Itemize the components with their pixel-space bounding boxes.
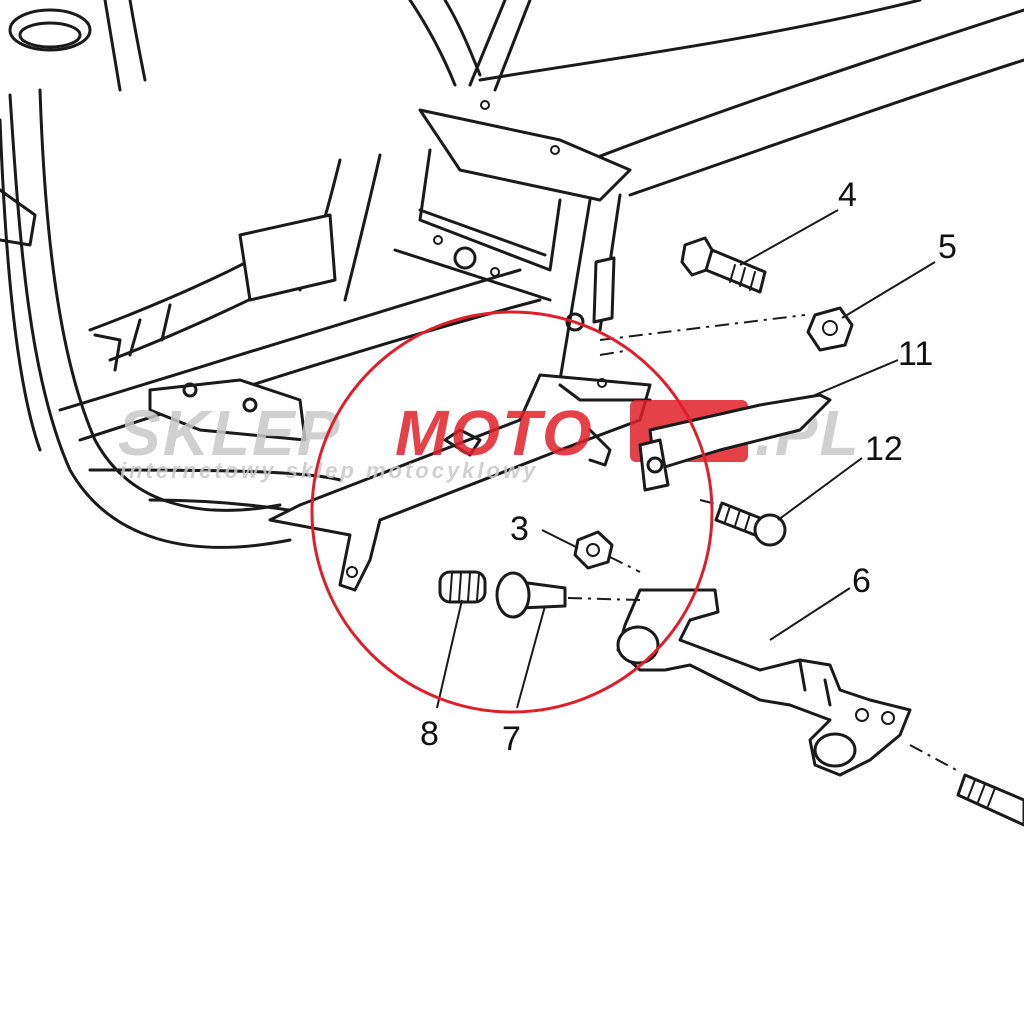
part-bolt-4: [680, 236, 767, 294]
part-nut-3: [573, 530, 614, 570]
part-main-stand-6: [616, 588, 1024, 827]
label-part-4: 4: [838, 176, 857, 214]
part-nut-5: [806, 306, 854, 352]
label-part-12: 12: [865, 430, 903, 468]
label-part-3: 3: [510, 510, 529, 548]
label-part-5: 5: [938, 228, 957, 266]
watermark-tagline: internetowy sklep motocyklowy: [120, 458, 538, 483]
part-bracket-11: [638, 393, 832, 492]
frame-ring: [8, 8, 92, 52]
part-shaft-7: [495, 571, 567, 619]
highlight-circle: [310, 310, 714, 714]
frame: [0, 0, 1024, 549]
alignment-lines: [567, 314, 961, 773]
label-part-8: 8: [420, 715, 439, 753]
label-part-6: 6: [852, 562, 871, 600]
watermark-brand-left: SKLEP: [118, 397, 341, 469]
label-part-7: 7: [502, 720, 521, 758]
part-bolt-12: [714, 501, 787, 547]
leader-lines: [436, 209, 936, 709]
watermark-brand-right: MOTO: [395, 397, 594, 469]
label-part-11: 11: [898, 335, 933, 373]
part-spring-8: [438, 570, 487, 604]
part-labels: 4 5 11 12 3 6 8 7: [420, 176, 957, 758]
